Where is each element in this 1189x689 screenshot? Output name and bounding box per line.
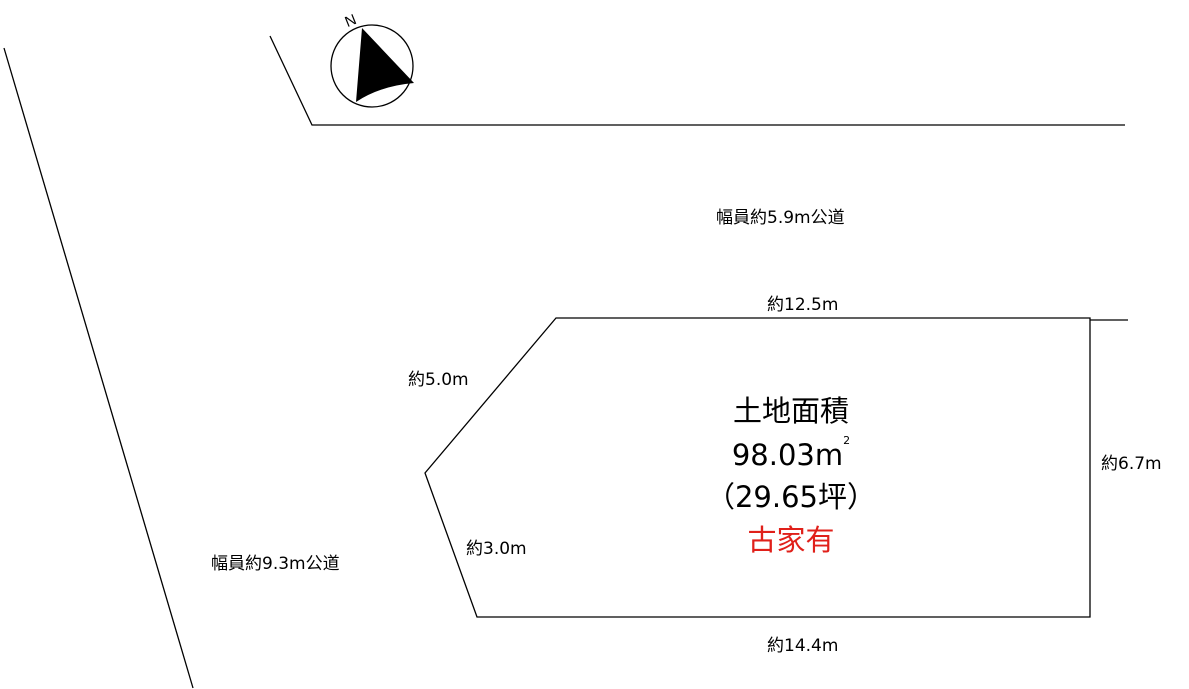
dimension-lower-left: 約3.0m: [466, 539, 527, 559]
dimension-bottom: 約14.4m: [767, 636, 839, 656]
land-area-tsubo: （29.65坪）: [705, 480, 877, 514]
old-house-note: 古家有: [747, 523, 835, 557]
dimension-upper-left: 約5.0m: [408, 370, 469, 390]
land-area-value: 98.03m2: [731, 435, 850, 472]
west-road-label: 幅員約9.3m公道: [211, 554, 340, 574]
north-road-edge: [269, 35, 1125, 126]
dimension-top: 約12.5m: [767, 295, 839, 315]
dimension-right: 約6.7m: [1101, 454, 1162, 474]
west-road-edge: [3, 47, 194, 689]
north-arrow-icon: N: [330, 11, 414, 108]
area-number: 98.03: [731, 438, 815, 472]
area-unit: m: [814, 438, 844, 472]
north-road-label: 幅員約5.9m公道: [716, 208, 845, 228]
area-unit-superscript: 2: [843, 434, 851, 447]
land-area-title: 土地面積: [732, 394, 850, 428]
parcel-boundary: [424, 317, 1091, 618]
